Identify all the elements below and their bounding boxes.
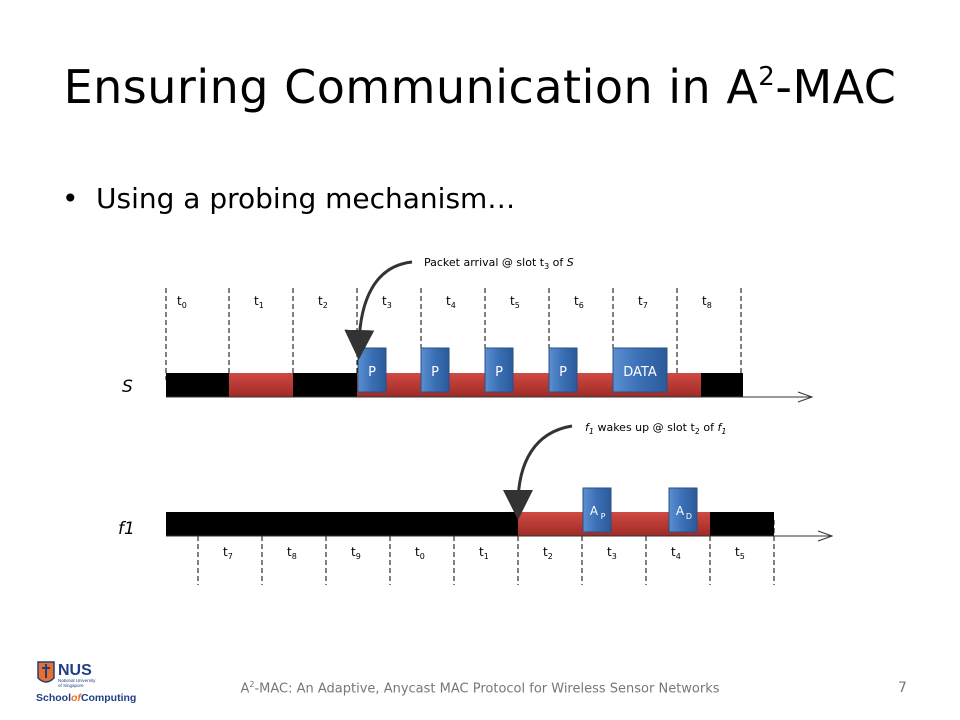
annotation-f1-wakeup: f1 wakes up @ slot t2 of f1 <box>503 421 726 520</box>
axis-arrow-icon <box>817 530 834 542</box>
node-label-f1: f1 <box>118 519 135 539</box>
svg-text:t2: t2 <box>318 294 328 310</box>
title-superscript: 2 <box>758 62 776 92</box>
svg-text:t0: t0 <box>177 294 187 310</box>
title-suffix: -MAC <box>775 60 897 114</box>
svg-text:t4: t4 <box>446 294 456 310</box>
slot-label: t1 <box>479 545 489 561</box>
active-segment <box>229 373 293 397</box>
slot-label: t6 <box>574 294 584 310</box>
svg-text:f1 wakes up @ slot t2 of f1: f1 wakes up @ slot t2 of f1 <box>585 421 726 436</box>
svg-text:t7: t7 <box>638 294 648 310</box>
slot-label: t0 <box>415 545 425 561</box>
probe-packet: P <box>420 347 450 393</box>
svg-text:NUS: NUS <box>58 662 92 679</box>
svg-text:t0: t0 <box>415 545 425 561</box>
svg-text:t7: t7 <box>223 545 233 561</box>
svg-text:A: A <box>590 504 599 518</box>
sleep-segment <box>166 373 230 397</box>
annotation-packet-arrival: Packet arrival @ slot t3 of S <box>344 256 574 360</box>
slot-label: t5 <box>510 294 520 310</box>
svg-text:P: P <box>368 365 376 380</box>
svg-text:P: P <box>601 512 606 521</box>
svg-text:t1: t1 <box>254 294 264 310</box>
bullet-item: • Using a probing mechanism… <box>62 182 515 215</box>
svg-text:SchoolofComputing: SchoolofComputing <box>36 692 136 704</box>
footer-superscript: 2 <box>249 680 255 689</box>
slot-label: t9 <box>351 545 361 561</box>
slot-label: t8 <box>702 294 712 310</box>
ack-data-packet: A D <box>668 487 698 533</box>
sleep-segment <box>293 373 357 397</box>
ack-probe-packet: A P <box>582 487 612 533</box>
slot-label: t5 <box>735 545 745 561</box>
slot-label: t7 <box>638 294 648 310</box>
svg-text:t8: t8 <box>287 545 297 561</box>
slot-label: t2 <box>543 545 553 561</box>
slot-label: t1 <box>254 294 264 310</box>
svg-text:A: A <box>676 504 685 518</box>
node-label-s: S <box>122 377 133 397</box>
sleep-segment <box>710 512 774 536</box>
svg-text:t4: t4 <box>671 545 681 561</box>
svg-text:t8: t8 <box>702 294 712 310</box>
slide-footer: A2-MAC: An Adaptive, Anycast MAC Protoco… <box>0 680 960 696</box>
probe-packet: P <box>548 347 578 393</box>
svg-text:of Singapore: of Singapore <box>58 683 84 688</box>
svg-text:t6: t6 <box>574 294 584 310</box>
data-packet: DATA <box>612 347 668 393</box>
svg-text:Packet arrival @ slot t3 of S: Packet arrival @ slot t3 of S <box>424 256 574 271</box>
sleep-segment <box>701 373 743 397</box>
footer-suffix: -MAC: An Adaptive, Anycast MAC Protocol … <box>254 681 720 697</box>
curved-arrow-icon <box>344 260 413 360</box>
svg-text:t5: t5 <box>735 545 745 561</box>
svg-text:t9: t9 <box>351 545 361 561</box>
footer-text: A <box>240 681 250 697</box>
svg-text:DATA: DATA <box>623 365 657 380</box>
svg-text:D: D <box>686 512 692 521</box>
slot-label: t3 <box>382 294 392 310</box>
svg-text:t3: t3 <box>382 294 392 310</box>
slot-label: t4 <box>446 294 456 310</box>
bullet-dot-icon: • <box>62 182 79 215</box>
slot-label: t2 <box>318 294 328 310</box>
slide-title: Ensuring Communication in A2-MAC <box>0 60 960 114</box>
page-number: 7 <box>898 680 907 696</box>
slot-label: t8 <box>287 545 297 561</box>
svg-text:P: P <box>559 365 567 380</box>
slot-label: t3 <box>607 545 617 561</box>
probe-packet: P <box>484 347 514 393</box>
svg-text:t3: t3 <box>607 545 617 561</box>
slot-label: t4 <box>671 545 681 561</box>
svg-text:P: P <box>495 365 503 380</box>
bullet-text: Using a probing mechanism… <box>96 182 516 215</box>
nus-logo: NUS National University of Singapore Sch… <box>36 661 136 704</box>
svg-text:National University: National University <box>58 678 96 683</box>
svg-text:t5: t5 <box>510 294 520 310</box>
curved-arrow-icon <box>503 424 573 520</box>
svg-text:P: P <box>431 365 439 380</box>
svg-text:t1: t1 <box>479 545 489 561</box>
axis-arrow-icon <box>797 391 814 403</box>
svg-text:t2: t2 <box>543 545 553 561</box>
probe-packet: P <box>357 347 387 393</box>
timeline-f1: t7 t8 t9 t0 t1 t2 t3 t4 t5 A P A D <box>166 487 834 585</box>
title-text: Ensuring Communication in A <box>63 60 759 114</box>
slot-label: t0 <box>177 294 187 310</box>
sleep-segment <box>166 512 518 536</box>
timeline-s: t0 t1 t2 t3 t4 t5 t6 t7 t8 P <box>165 288 814 403</box>
slot-label: t7 <box>223 545 233 561</box>
